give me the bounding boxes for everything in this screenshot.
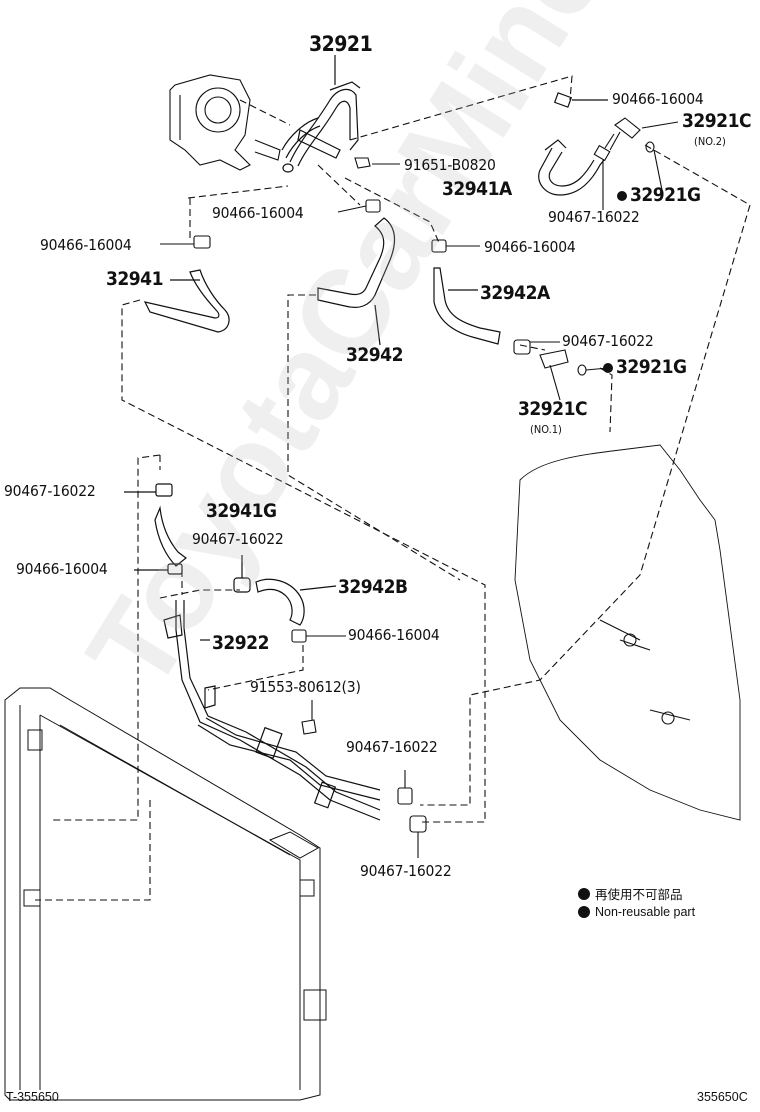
nonreusable-dot xyxy=(617,191,627,201)
label-90467-c: 90467-16022 xyxy=(4,482,96,500)
label-91651: 91651-B0820 xyxy=(404,156,496,174)
legend-en: Non-reusable part xyxy=(578,905,695,919)
legend-jp-text: 再使用不可部品 xyxy=(595,887,683,902)
label-90466-d: 90466-16004 xyxy=(484,238,576,256)
label-90466-f: 90466-16004 xyxy=(348,626,440,644)
legend-jp: 再使用不可部品 xyxy=(578,884,683,903)
hose-32941 xyxy=(143,269,230,333)
label-90466-b: 90466-16004 xyxy=(212,204,304,222)
label-90466-c: 90466-16004 xyxy=(40,236,132,254)
label-32942B: 32942B xyxy=(338,576,408,598)
label-32941: 32941 xyxy=(106,268,163,290)
label-32942: 32942 xyxy=(346,344,403,366)
label-32942A: 32942A xyxy=(480,282,550,304)
clamp-90466-lower xyxy=(291,629,346,643)
nonreusable-dot xyxy=(603,363,613,373)
label-90467-e: 90467-16022 xyxy=(346,738,438,756)
label-32941G: 32941G xyxy=(206,500,277,522)
radiator-sketch xyxy=(4,687,327,1101)
legend-dot-icon xyxy=(578,906,590,918)
pipe-32921 xyxy=(281,55,361,173)
hose-32941G xyxy=(124,483,187,575)
label-90467-f: 90467-16022 xyxy=(360,862,452,880)
code-left: T-355650 xyxy=(6,1090,59,1104)
label-32921C-top: 32921C xyxy=(682,110,752,132)
hose-32941A xyxy=(538,92,608,196)
label-32941A: 32941A xyxy=(442,178,512,200)
label-32922: 32922 xyxy=(212,632,269,654)
label-no1: (NO.1) xyxy=(530,423,562,436)
connector-32921C-no2 xyxy=(593,117,679,210)
label-no2: (NO.2) xyxy=(694,135,726,148)
label-91553: 91553-80612(3) xyxy=(250,678,361,696)
label-90466-e: 90466-16004 xyxy=(16,560,108,578)
bolts-91553 xyxy=(301,700,317,735)
clamps-row2 xyxy=(160,199,480,253)
hose-32942 xyxy=(317,217,396,346)
pipe-32922 xyxy=(163,600,381,821)
label-32921G-mid: 32921G xyxy=(616,356,687,378)
hose-32942B xyxy=(233,555,337,626)
water-pump-sketch xyxy=(169,74,281,171)
label-32921G-top: 32921G xyxy=(630,184,701,206)
hose-32942A xyxy=(433,267,501,345)
transmission-sketch xyxy=(514,444,741,821)
legend-en-text: Non-reusable part xyxy=(595,905,696,919)
clamps-lower xyxy=(397,770,427,858)
connector-32921C-no1 xyxy=(513,339,609,401)
legend-dot-icon xyxy=(578,887,590,900)
label-32921: 32921 xyxy=(309,32,373,56)
label-90467-b: 90467-16022 xyxy=(562,332,654,350)
bolt-91651 xyxy=(354,157,400,169)
code-right: 355650C xyxy=(697,1090,748,1104)
label-90467-d: 90467-16022 xyxy=(192,530,284,548)
label-32921C-mid: 32921C xyxy=(518,398,588,420)
label-90466-a: 90466-16004 xyxy=(612,90,704,108)
label-90467-a: 90467-16022 xyxy=(548,208,640,226)
